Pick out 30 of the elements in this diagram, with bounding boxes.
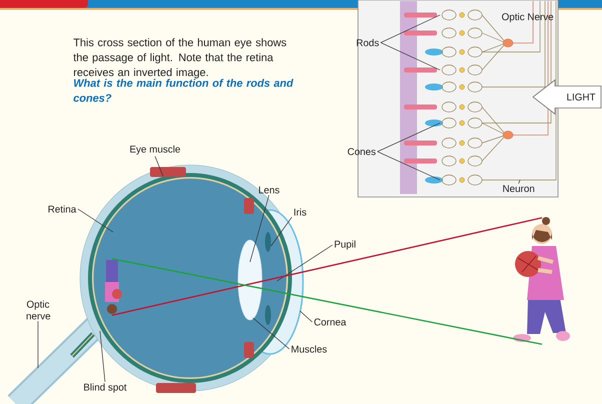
leader-line (154, 156, 164, 176)
part-label: Optic nerve (26, 300, 50, 320)
light-ray (112, 217, 542, 316)
child-drawing (513, 217, 570, 342)
part-label: Cornea (314, 318, 346, 326)
leader-line (377, 151, 440, 180)
optic-nerve-label: Optic Nerve (502, 13, 554, 22)
question-text: What is the main function of the rods and cones? (74, 78, 294, 102)
leader-line (276, 244, 333, 282)
rods-label: Rods (356, 38, 379, 46)
leader-line (377, 122, 440, 152)
part-label: Eye muscle (130, 145, 180, 155)
part-label: Iris (294, 208, 306, 216)
leader-line (380, 42, 440, 70)
leader-line (518, 180, 520, 184)
leader-line (78, 208, 114, 232)
part-label: Muscles (292, 345, 327, 353)
part-label: Pupil (334, 240, 356, 250)
neuron-label: Neuron (503, 185, 534, 192)
leader-line (300, 310, 313, 322)
leader-line (100, 330, 106, 382)
light-ray (112, 258, 542, 345)
leader-line (270, 216, 292, 246)
leader-line (380, 14, 440, 43)
cones-label: Cones (348, 148, 376, 156)
part-label: Lens (259, 186, 280, 194)
description-text: This cross section of the human eye shows the passage of light. Note that the retina receives an inverted image. (73, 38, 286, 78)
part-label: Blind spot (84, 383, 127, 393)
inverted-image-drawing (105, 260, 122, 314)
part-label: Retina (48, 205, 76, 213)
